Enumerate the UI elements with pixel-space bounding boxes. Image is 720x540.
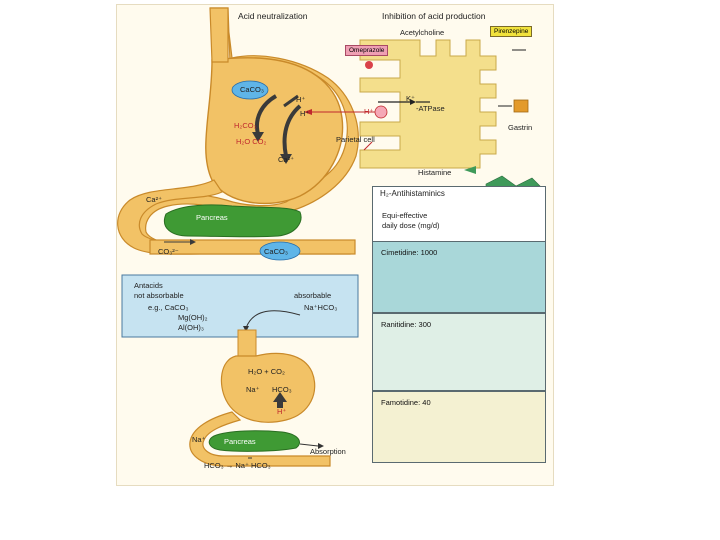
h2o-co2-label: H₂O CO₂	[236, 137, 267, 146]
drug-name: Famotidine: 40	[381, 398, 431, 407]
antacids-nahco3: Na⁺HCO₃	[304, 303, 338, 312]
drug-card-cimetidine: Cimetidine: 1000	[372, 241, 546, 313]
h2-title: H₂-Antihistaminics	[380, 189, 445, 198]
antacids-al: Al(OH)₃	[178, 323, 204, 332]
ca2-label-2: Ca²⁺	[146, 195, 163, 204]
atpase-label: -ATPase	[416, 104, 445, 113]
upper-stomach	[117, 7, 380, 261]
h2-subtitle2: daily dose (mg/d)	[382, 221, 440, 230]
antacids-absorbable: absorbable	[294, 291, 332, 300]
lower-na: Na⁺	[246, 385, 260, 394]
antacids-line1: Antacids	[134, 281, 163, 290]
pirenzepine-tag: Pirenzepine	[490, 26, 533, 37]
h2-header-box	[372, 186, 546, 242]
drug-name: Cimetidine: 1000	[381, 248, 438, 257]
pancreas-label-top: Pancreas	[196, 213, 228, 222]
parietal-cell	[359, 39, 541, 189]
antacid-box	[121, 274, 359, 338]
inhibition-header: Inhibition of acid production	[382, 11, 486, 21]
h-plus-1: H⁺	[296, 95, 306, 104]
antacids-mg: Mg(OH)₂	[178, 313, 208, 322]
co3-label: CO₃²⁻	[158, 247, 179, 256]
drug-card-ranitidine: Ranitidine: 300	[372, 313, 546, 391]
lower-hco3-row: HCO₃ → Na⁺ HCO₃	[204, 461, 271, 470]
drug-card-famotidine: Famotidine: 40	[372, 391, 546, 463]
lower-h-plus: H⁺	[277, 407, 287, 416]
omeprazole-tag: Omeprazole	[345, 45, 389, 56]
parietal-cell-label: Parietal cell	[336, 135, 375, 144]
atpase-h-label: H⁺	[364, 107, 374, 116]
atpase-k-label: K⁺	[406, 94, 415, 103]
gastrin-label: Gastrin	[508, 123, 533, 132]
lower-stomach	[189, 329, 331, 467]
h-plus-2: H⁺	[300, 109, 310, 118]
lower-pancreas: Pancreas	[224, 437, 256, 446]
lower-h2o-co2: H₂O + CO₂	[248, 367, 285, 376]
drug-name: Ranitidine: 300	[381, 320, 432, 329]
absorption-label: Absorption	[310, 447, 346, 456]
acid-neutralization-header: Acid neutralization	[238, 11, 308, 21]
caco3-gut-label: CaCO₃	[264, 247, 288, 256]
lower-na2: Na⁺	[192, 435, 206, 444]
antacids-line2: not absorbable	[134, 291, 184, 300]
h2co3-label: H₂CO₃	[234, 121, 257, 130]
histamine-label: Histamine	[418, 168, 452, 177]
h2-subtitle1: Equi-effective	[382, 211, 428, 220]
ca2-label-1: Ca²⁺	[278, 155, 295, 164]
caco3-label: CaCO₃	[240, 85, 264, 94]
antacids-eg: e.g., CaCO₃	[148, 303, 189, 312]
acetylcholine-label: Acetylcholine	[400, 28, 445, 37]
lower-hco3: HCO₃	[272, 385, 292, 394]
